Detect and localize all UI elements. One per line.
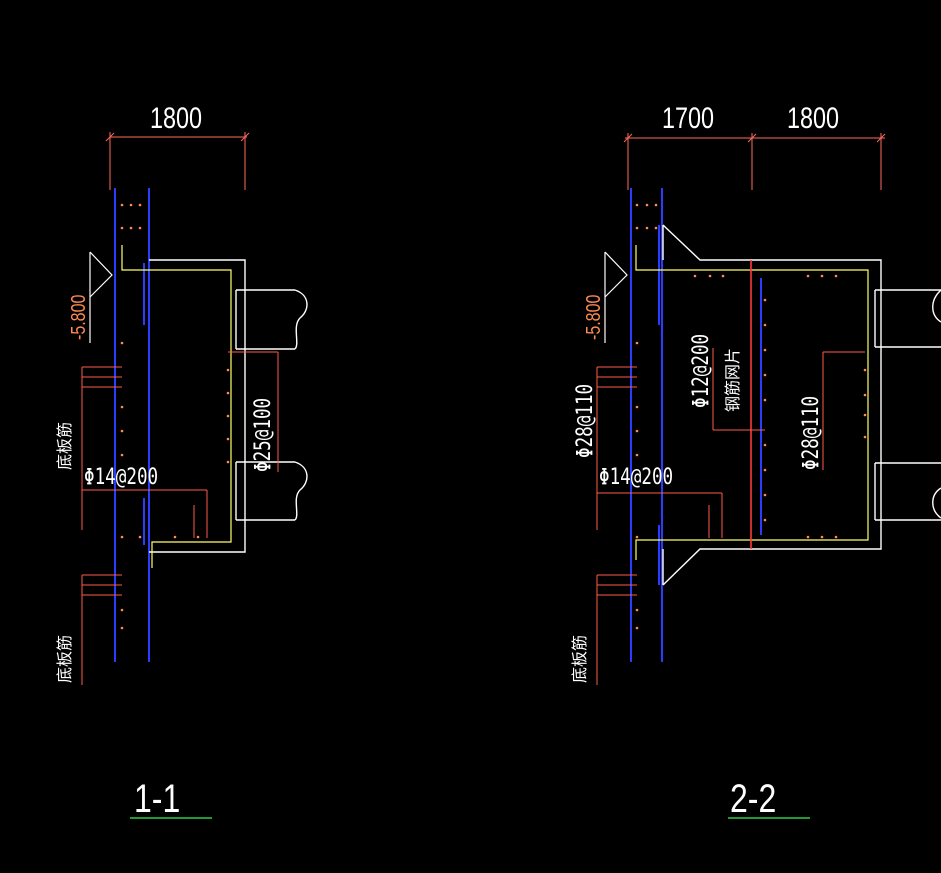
mesh-label: 钢筋网片 <box>723 348 742 412</box>
section-2-2: 1700 1800 <box>570 101 941 821</box>
dimension-text-right: 1800 <box>787 101 839 134</box>
pipe-openings <box>874 289 941 521</box>
rebar-label-horizontal: Φ14@200 <box>599 464 673 489</box>
section-title: 1-1 <box>134 776 180 821</box>
elevation-text: -5.800 <box>582 295 604 340</box>
rebar-label-horizontal: Φ14@200 <box>84 464 158 489</box>
dimensions <box>623 133 886 190</box>
wall-rebar <box>114 188 150 662</box>
rebar-label-side: Φ25@100 <box>250 398 275 472</box>
rebar-dots <box>120 203 230 630</box>
leader-lines <box>81 351 279 685</box>
dimension-1800 <box>105 132 250 190</box>
dimension-text: 1800 <box>150 101 202 134</box>
dimension-text-left: 1700 <box>662 101 714 134</box>
section-title: 2-2 <box>730 776 776 821</box>
bottom-bar-label-lower: 底板筋 <box>55 635 74 683</box>
wall-rebar <box>630 188 762 662</box>
rebar-dots <box>635 203 867 630</box>
pipe-openings <box>235 289 308 521</box>
section-1-1: 1800 <box>55 101 308 821</box>
elevation-marker <box>89 251 113 343</box>
concrete-outline <box>662 224 882 586</box>
concrete-outline <box>149 259 246 553</box>
elevation-text: -5.800 <box>67 295 89 340</box>
rebar-label-mesh: Φ12@200 <box>688 334 713 408</box>
leader-lines <box>596 348 865 685</box>
inner-cover-line <box>121 245 232 568</box>
elevation-marker <box>604 251 628 343</box>
rebar-label-vertical-left: Φ28@110 <box>572 384 597 458</box>
rebar-label-vertical-right: Φ28@110 <box>798 396 823 470</box>
inner-cover-line <box>635 245 869 560</box>
bottom-bar-label: 底板筋 <box>570 635 589 683</box>
bottom-bar-label-upper: 底板筋 <box>55 422 74 470</box>
